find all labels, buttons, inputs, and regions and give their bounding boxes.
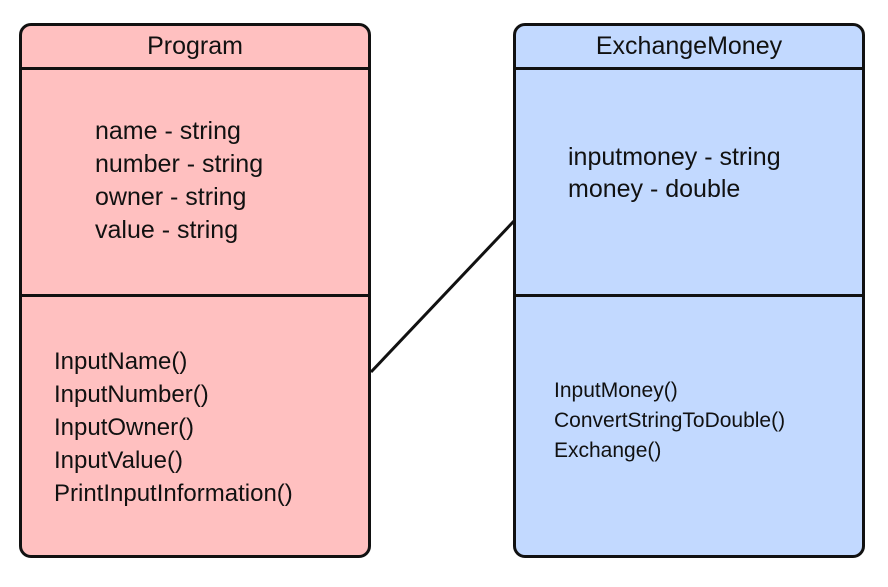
class-title-exchangemoney: ExchangeMoney — [516, 26, 862, 70]
section-divider-exchangemoney — [516, 294, 862, 297]
attribute-owner: owner - string — [95, 183, 247, 211]
attribute-name: name - string — [95, 117, 241, 145]
attributes-program: name - string number - string owner - st… — [95, 115, 263, 247]
methods-exchangemoney: InputMoney() ConvertStringToDouble() Exc… — [554, 376, 785, 466]
attribute-inputmoney: inputmoney - string — [568, 143, 781, 171]
methods-program: InputName() InputNumber() InputOwner() I… — [54, 345, 293, 510]
class-box-exchangemoney: ExchangeMoney inputmoney - string money … — [513, 23, 865, 558]
method-input-owner: InputOwner() — [54, 414, 195, 441]
method-input-money: InputMoney() — [554, 379, 678, 402]
method-print-input-information: PrintInputInformation() — [54, 480, 293, 507]
section-divider-program — [22, 294, 368, 297]
attribute-money: money - double — [568, 175, 741, 203]
class-title-program: Program — [22, 26, 368, 70]
method-convert-string-to-double: ConvertStringToDouble() — [554, 409, 786, 432]
association-connector — [369, 219, 516, 374]
method-exchange: Exchange() — [554, 439, 662, 462]
method-input-name: InputName() — [54, 348, 188, 375]
class-box-program: Program name - string number - string ow… — [19, 23, 371, 558]
method-input-number: InputNumber() — [54, 381, 209, 408]
attributes-exchangemoney: inputmoney - string money - double — [568, 141, 781, 205]
attribute-value: value - string — [95, 216, 239, 244]
attribute-number: number - string — [95, 150, 264, 178]
method-input-value: InputValue() — [54, 447, 183, 474]
